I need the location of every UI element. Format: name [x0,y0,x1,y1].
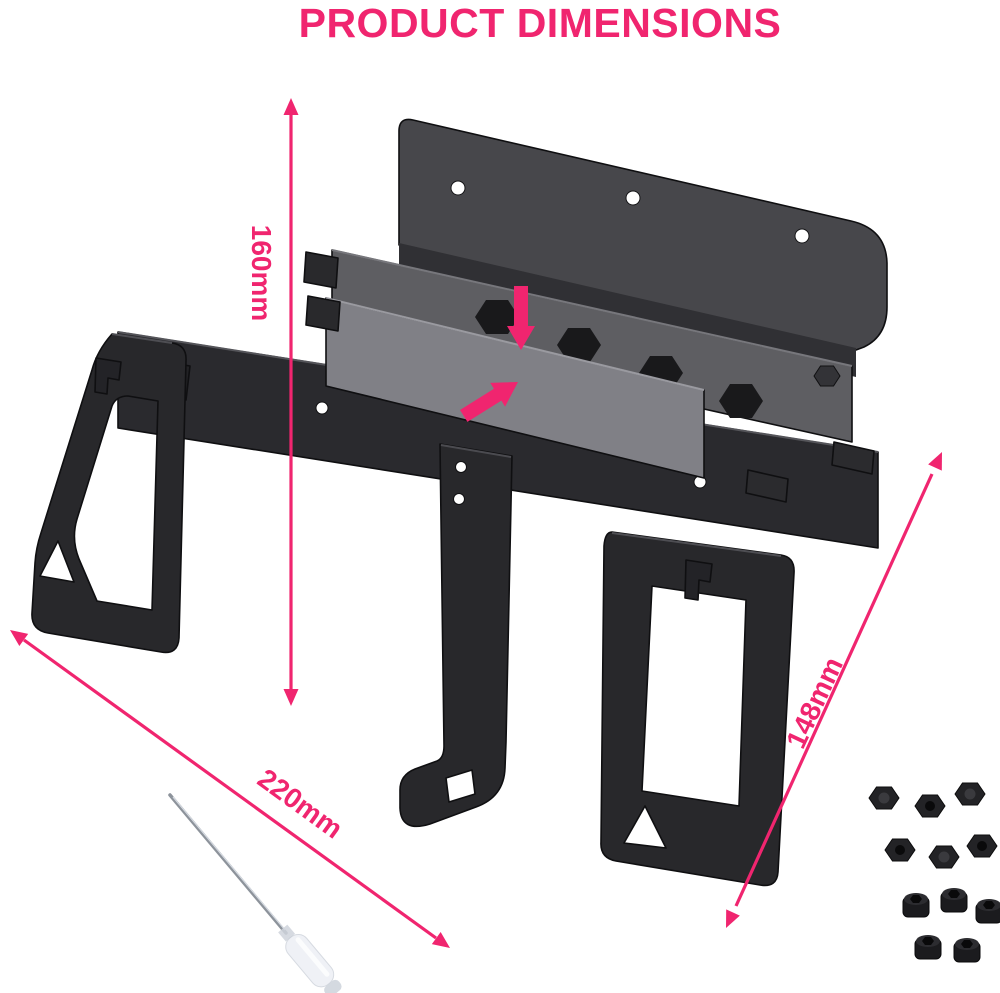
strip-hole [453,493,465,505]
left-hook-arm [31,333,187,654]
hex-nut-icon [914,794,946,818]
hex-bolt-head [813,365,841,387]
hex-cap-icon [902,893,930,918]
dimension-arrow-width [10,630,450,948]
hex-cap-icon [914,935,942,960]
dimension-arrow-height [283,98,299,706]
right-hook-arm [600,531,795,887]
back-hole [794,228,810,244]
bolt-nut-icons [868,782,998,869]
figure-title: PRODUCT DIMENSIONS [298,0,782,46]
hex-bolt-icon [928,845,960,869]
hex-nut-icon [884,838,916,862]
console-clip [94,357,122,395]
dimension-arrow-depth [726,452,942,928]
assembly-arrow-down-icon [507,286,535,350]
hex-cap-icon [975,899,1000,924]
hex-bolt-icon [954,782,986,806]
console-clip [684,559,713,601]
back-hole [625,190,641,206]
height-dimension-label: 160mm [246,224,277,322]
mount-hole [315,401,329,415]
strip-hole [455,461,467,473]
upper-bracket [303,118,888,503]
hex-nut-icon [966,834,998,858]
hex-cap-icons [902,888,1000,963]
clip [303,251,339,289]
back-hole [450,180,466,196]
hex-cap-icon [953,938,981,963]
hex-cap-icon [940,888,968,913]
clip [745,469,789,503]
hex-bolt-icon [868,786,900,810]
clip [305,295,341,332]
clip [831,441,875,475]
screwdriver-icon [168,793,342,993]
assembly-arrow-insert-icon [460,382,518,422]
center-hook [399,443,513,828]
